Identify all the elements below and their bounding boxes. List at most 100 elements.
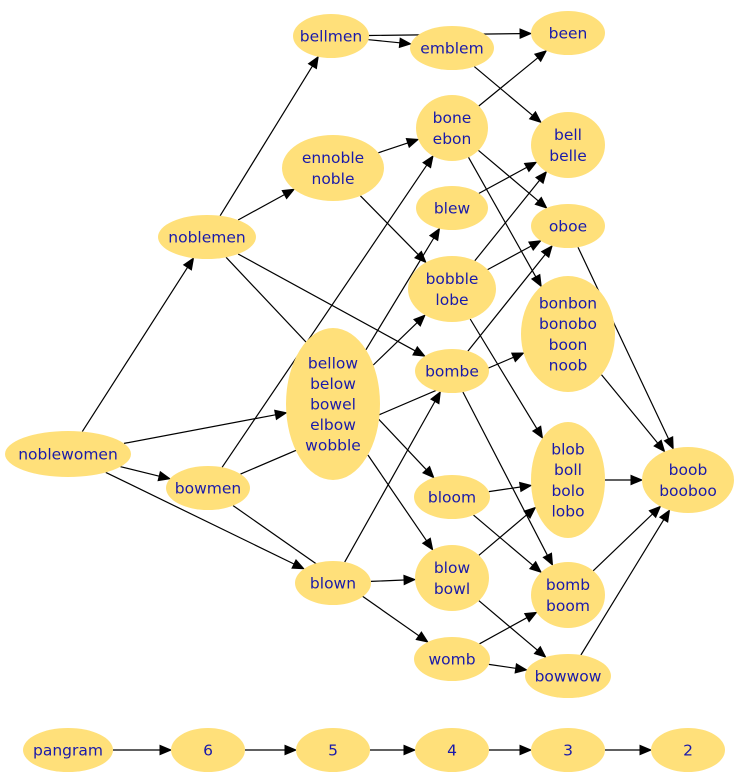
arrowhead [284,744,298,756]
node-emblem: emblem [410,26,494,70]
node-label: below [310,375,356,393]
edge-line [601,374,659,444]
node-blob: blob boll bolo lobo [531,422,605,538]
node-shape [531,11,605,55]
node-noblewomen: noblewomen [5,431,131,477]
node-shape [642,447,734,513]
edge-bone-to-oboe [478,149,548,209]
node-label: bolo [551,482,584,500]
edge-line [237,253,416,352]
node-shape [295,561,371,605]
edge-line [120,466,160,477]
node-label: bobble [426,270,479,288]
node-bellmen: bellmen [293,14,369,58]
node-shape [531,112,605,178]
edge-bellmen-to-emblem [368,37,412,49]
node-label: belle [549,147,587,165]
arrowhead [519,28,533,39]
edge-line [365,237,435,351]
node-label: bonobo [539,315,597,333]
node-label: boll [554,461,582,479]
node-boob: boob booboo [642,447,734,513]
edge-oboe-to-boob [577,246,674,450]
edge-line [478,149,539,202]
arrowhead [519,744,533,756]
edge-bellow-to-blow [367,454,434,551]
node-label: noob [549,356,588,374]
edge-line [221,164,428,468]
node-shape [414,475,490,519]
node-label: boom [546,597,590,615]
edge-line [488,663,516,669]
edge-line [370,579,405,582]
edge-line [105,471,295,565]
edge-pangram-to-l6 [113,744,173,756]
node-label: pangram [33,742,103,760]
edge-noblemen-to-bombe [237,253,426,357]
edge-line [474,180,540,262]
node-label: noblemen [168,229,245,247]
edge-blown-to-blow [370,574,417,586]
arrowhead [398,37,412,49]
edge-line [487,245,532,271]
edge-l6-to-l5 [245,744,298,756]
arrowhead [535,170,548,185]
node-label: 6 [203,742,213,760]
arrowhead [533,645,547,659]
edge-bloom-to-blob [488,481,533,493]
edge-bowmen-to-bone [221,154,434,468]
edge-l4-to-l3 [489,744,533,756]
node-label: 5 [328,742,338,760]
edge-line [237,194,285,221]
edge-bobble-to-bell [474,170,548,262]
edge-bone-to-bonbon [467,157,542,288]
node-shape [5,431,131,477]
node-label: oboe [549,218,587,236]
edge-line [580,519,665,656]
node-l5: 5 [296,728,370,772]
edge-noblemen-to-ennoble [237,188,296,221]
node-label: blob [551,441,584,459]
edge-line [344,401,436,563]
arrowhead [533,49,548,63]
edge-l3-to-l2 [605,744,653,756]
node-label: boob [669,461,708,479]
node-label: booboo [659,482,717,500]
node-label: bombe [425,363,479,381]
edge-line [219,65,313,217]
node-label: lobo [551,502,584,520]
arrowhead [514,662,528,674]
node-label: been [549,25,588,43]
node-l4: 4 [415,728,489,772]
node-shape [525,654,611,698]
node-shape [531,728,605,772]
node-label: womb [428,651,475,669]
edge-bellow-to-blew [365,227,441,351]
arrowhead [157,470,172,482]
node-shape [531,562,605,628]
node-label: bowmen [175,480,241,498]
edge-bloom-to-bomb [473,514,543,574]
node-shape [416,186,488,230]
arrowhead [523,506,537,519]
node-l6: 6 [171,728,245,772]
arrowhead [182,257,195,271]
edge-line [81,267,189,432]
arrowhead [403,574,417,586]
edge-line [478,166,527,194]
edge-line [473,66,533,116]
node-l2: 2 [651,728,725,772]
edge-line [123,414,276,444]
edge-bellow-to-bobble [372,314,426,366]
node-label: emblem [420,40,483,58]
arrowhead [528,110,542,124]
edge-blown-to-bombe [344,390,441,563]
node-label: bell [554,126,582,144]
node-label: wobble [305,437,361,455]
